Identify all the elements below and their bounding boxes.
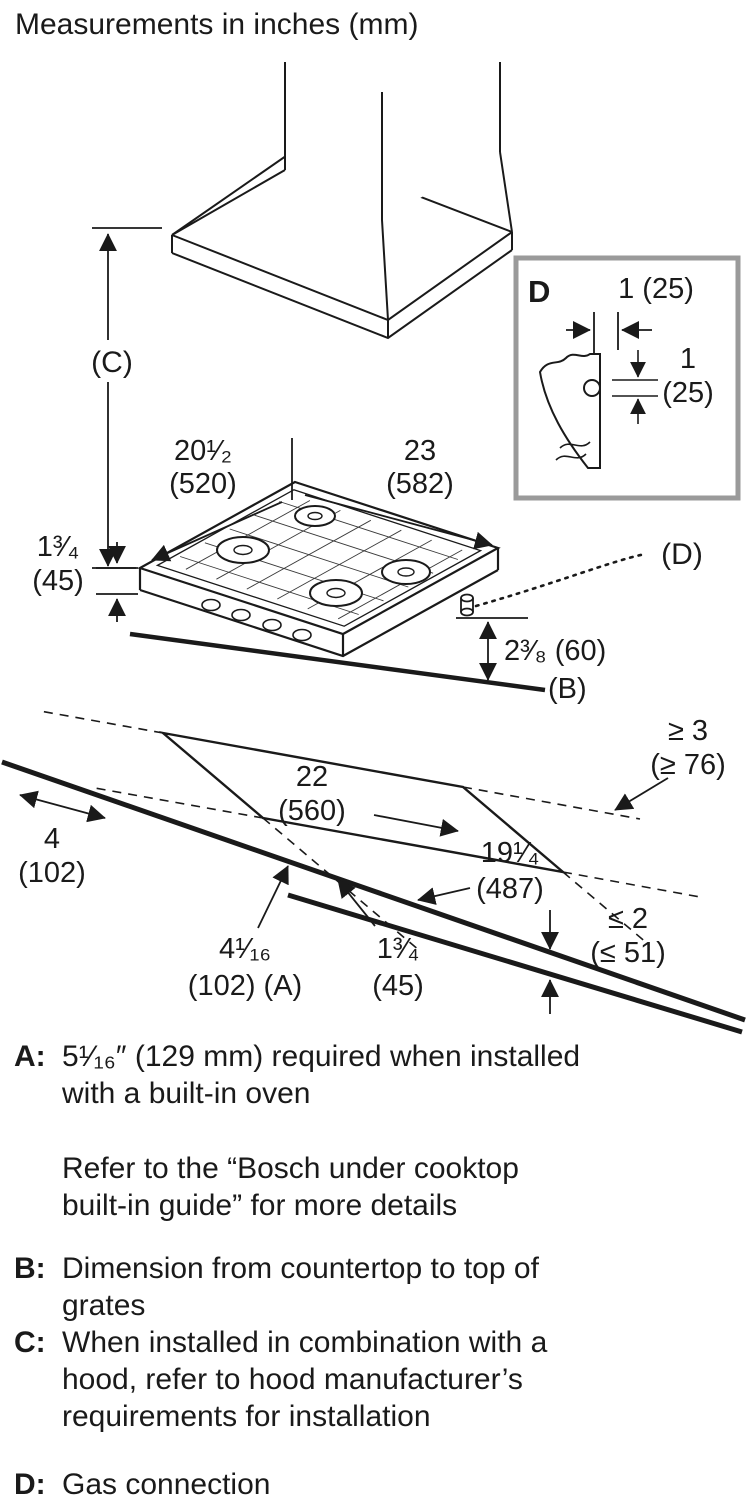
dim-cutout-width-mm: (560): [278, 795, 346, 827]
dim-cooktop-depth-arrow: [151, 501, 283, 562]
dim-cutout-depth-arrow: [417, 887, 471, 905]
gas-connection-stub: [460, 593, 474, 617]
countertop-back-edge: [129, 631, 546, 693]
dim-side-clearance-arrow: [337, 879, 376, 927]
dim-rear-clearance-mm: (≥ 76): [650, 749, 726, 781]
countertop-bottom-edge: [287, 892, 743, 1035]
dim-cutout-depth-mm: (487): [476, 873, 544, 905]
note-b: B: Dimension from countertop to top of g…: [14, 1250, 740, 1324]
dim-rear-clearance-arrow: [614, 777, 669, 811]
note-b-line-2: grates: [62, 1289, 146, 1322]
dim-cutout-width-arrow: [373, 814, 459, 837]
dim-cooktop-height-value: 1³⁄₄: [37, 531, 79, 563]
note-a: A: 5¹⁄₁₆″ (129 mm) required when install…: [14, 1038, 740, 1112]
dim-cooktop-width-mm: (582): [386, 468, 454, 500]
inset-key-label: D: [528, 274, 550, 309]
cooktop-inner-frame: [155, 489, 483, 627]
dim-left-clearance-value: 4: [44, 823, 60, 855]
dim-left-clearance-arrow: [19, 790, 106, 823]
dim-grate-height-key: (B): [548, 673, 587, 705]
note-a-line-2: with a built-in oven: [62, 1077, 311, 1110]
control-knobs: [201, 598, 312, 642]
note-refer: Refer to the “Bosch under cooktop built-…: [14, 1150, 740, 1224]
dim-side-clearance-value: 1³⁄₄: [377, 933, 419, 965]
note-c-line-2: hood, refer to hood manufacturer’s: [62, 1363, 523, 1396]
gas-callout-label: (D): [661, 538, 703, 571]
dim-front-clearance-arrow: [257, 865, 289, 929]
dim-thickness-value: ≤ 2: [608, 903, 648, 935]
note-a-key: A:: [14, 1040, 46, 1073]
note-c-line-3: requirements for installation: [62, 1400, 431, 1433]
note-d-key: D:: [14, 1468, 46, 1501]
cooktop-dimensions: 20¹⁄₂ (520) 23 (582) 1³⁄₄ (45) (D) 2³⁄₈ …: [32, 435, 703, 705]
note-c-line-1: When installed in combination with a: [62, 1326, 548, 1359]
cooktop-side-faces: [138, 548, 500, 658]
cooktop: [137, 480, 501, 658]
countertop-dimensions: 22 (560) ≥ 3 (≥ 76) 4 (102) 19¹⁄₄ (487) …: [18, 715, 726, 1014]
hood-pyramid-edges: [171, 151, 513, 321]
note-refer-line-2: built-in guide” for more details: [62, 1189, 458, 1222]
dim-cooktop-height-mm: (45): [32, 565, 84, 597]
inset-border: [513, 255, 741, 501]
dim-cooktop-width-arrow: [304, 494, 493, 550]
extension-lines: [39, 710, 701, 952]
hood-chimney-right-face: [382, 62, 500, 220]
installation-diagram: Measurements in inches (mm) (C): [1, 8, 746, 1035]
dim-hood-height-label: (C): [91, 346, 133, 379]
footnotes: A: 5¹⁄₁₆″ (129 mm) required when install…: [14, 1038, 740, 1503]
inset-width-dim-label: 1 (25): [618, 273, 694, 305]
dim-front-clearance-value: 4¹⁄₁₆: [219, 933, 271, 965]
dim-cutout-width-value: 22: [296, 761, 328, 793]
dim-cooktop-width-value: 23: [404, 435, 436, 467]
note-b-line-1: Dimension from countertop to top of: [62, 1252, 539, 1285]
inset-height-dim-value: 1: [680, 343, 696, 375]
countertop: [1, 631, 746, 1035]
dim-rear-clearance-value: ≥ 3: [668, 715, 708, 747]
inset-height-dim-mm: (25): [662, 377, 714, 409]
note-d: D: Gas connection: [14, 1466, 740, 1503]
note-refer-line-1: Refer to the “Bosch under cooktop: [62, 1152, 519, 1185]
dim-cutout-depth-value: 19¹⁄₄: [481, 837, 540, 869]
inset-gas-hole: [583, 379, 601, 397]
dim-side-clearance-mm: (45): [372, 970, 424, 1002]
inset-break-lines: [555, 441, 591, 461]
note-c: C: When installed in combination with a …: [14, 1324, 740, 1435]
hood-chimney-edges: [284, 62, 501, 220]
burners: [216, 505, 431, 607]
dim-thickness-mm: (≤ 51): [590, 937, 666, 969]
gas-callout-leader: [474, 552, 647, 608]
dim-front-clearance-mm: (102) (A): [188, 970, 302, 1002]
note-c-key: C:: [14, 1326, 46, 1359]
dim-cooktop-depth-mm: (520): [169, 468, 237, 500]
note-a-line-1: 5¹⁄₁₆″ (129 mm) required when installed: [62, 1040, 581, 1073]
dim-hood-height: (C): [80, 227, 162, 569]
range-hood: [171, 62, 513, 340]
note-refer-key: [14, 1150, 62, 1224]
gas-connection-inset: D 1 (25) 1 (25): [513, 255, 741, 501]
diagram-title: Measurements in inches (mm): [15, 8, 418, 41]
hood-chimney-left-face: [285, 62, 382, 220]
hood-rim: [171, 231, 513, 340]
countertop-front-edge: [1, 759, 746, 1023]
dim-left-clearance-mm: (102): [18, 857, 86, 889]
dim-cooktop-depth-value: 20¹⁄₂: [174, 435, 232, 467]
note-b-key: B:: [14, 1252, 46, 1285]
note-d-line-1: Gas connection: [62, 1468, 271, 1501]
dim-grate-height-value: 2³⁄₈ (60): [504, 635, 606, 667]
